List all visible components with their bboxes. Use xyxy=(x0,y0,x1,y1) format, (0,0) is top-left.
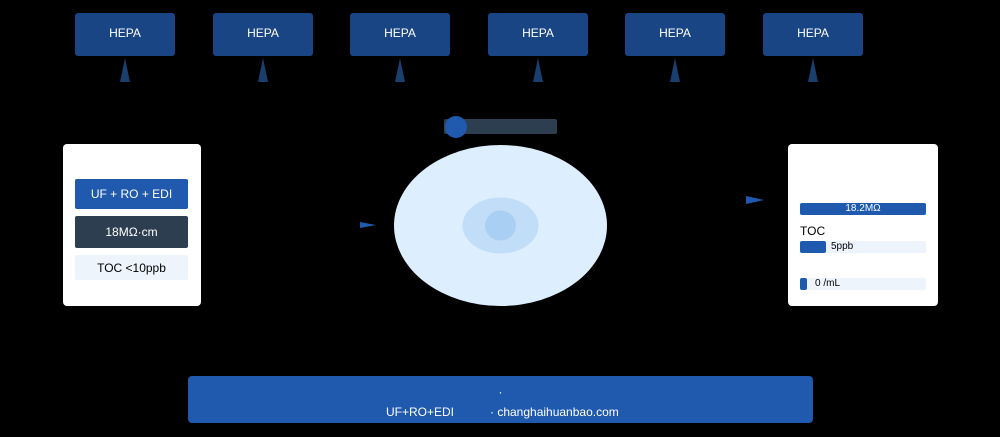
process-badge: UF + RO + EDI xyxy=(75,179,188,209)
resistivity-value: 18.2MΩ xyxy=(845,203,881,214)
quality-monitor-panel: 18.2MΩ TOC 5ppb 0 /mL xyxy=(788,144,938,306)
hepa-filter-6: HEPA xyxy=(763,13,863,56)
toc-label: TOC xyxy=(800,224,826,238)
resistivity-meter: 18.2MΩ xyxy=(800,203,926,215)
toc-value: 5ppb xyxy=(831,241,854,252)
wafer-center xyxy=(485,210,516,241)
water-source-panel: UF + RO + EDI 18MΩ·cm TOC <10ppb xyxy=(63,144,201,306)
hepa-label: HEPA xyxy=(659,25,691,40)
airflow-arrow-icon xyxy=(258,58,268,82)
resistivity-label: 18MΩ·cm xyxy=(105,225,158,239)
process-slider-track[interactable] xyxy=(444,119,557,134)
hepa-label: HEPA xyxy=(247,25,279,40)
hepa-filter-4: HEPA xyxy=(488,13,588,56)
footer-dot: · xyxy=(498,385,503,399)
airflow-arrow-icon xyxy=(395,58,405,82)
toc-meter: 5ppb xyxy=(800,241,926,253)
particle-meter-fill xyxy=(800,278,807,290)
resistivity-badge: 18MΩ·cm xyxy=(75,216,188,248)
toc-badge: TOC <10ppb xyxy=(75,255,188,280)
toc-label: TOC <10ppb xyxy=(97,260,166,275)
process-label: UF + RO + EDI xyxy=(90,187,173,201)
airflow-arrow-icon xyxy=(670,58,680,82)
hepa-label: HEPA xyxy=(384,25,416,40)
footer-website[interactable]: · changhaihuanbao.com xyxy=(490,405,619,419)
airflow-arrow-icon xyxy=(120,58,130,82)
hepa-filter-5: HEPA xyxy=(625,13,725,56)
wafer-diagram xyxy=(394,145,607,306)
particle-meter: 0 /mL xyxy=(800,278,926,290)
flow-arrow-icon xyxy=(360,222,376,228)
airflow-arrow-icon xyxy=(533,58,543,82)
footer-process: UF+RO+EDI xyxy=(386,405,455,419)
hepa-label: HEPA xyxy=(797,25,829,40)
hepa-label: HEPA xyxy=(522,25,554,40)
flow-arrow-icon xyxy=(746,196,764,204)
particle-value: 0 /mL xyxy=(815,278,841,289)
toc-meter-fill xyxy=(800,241,826,253)
hepa-label: HEPA xyxy=(109,25,141,40)
footer-banner: · UF+RO+EDI · changhaihuanbao.com xyxy=(188,376,813,423)
hepa-filter-3: HEPA xyxy=(350,13,450,56)
airflow-arrow-icon xyxy=(808,58,818,82)
hepa-filter-1: HEPA xyxy=(75,13,175,56)
process-slider-handle[interactable] xyxy=(445,116,467,138)
hepa-filter-2: HEPA xyxy=(213,13,313,56)
